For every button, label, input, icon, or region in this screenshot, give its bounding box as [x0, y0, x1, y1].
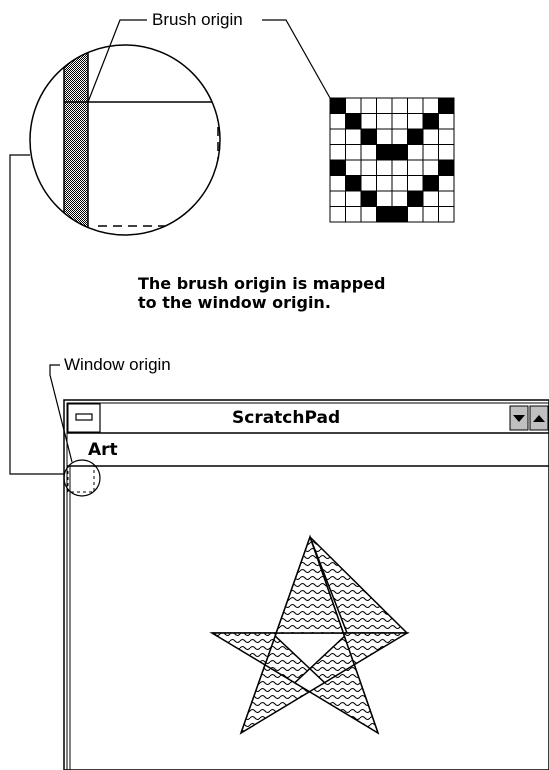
pattern-cell-off — [392, 191, 408, 207]
pattern-cell-on — [408, 129, 424, 145]
pattern-cell-off — [361, 207, 377, 223]
pattern-cell-off — [439, 129, 455, 145]
pattern-cell-on — [330, 160, 346, 176]
pattern-cell-off — [423, 129, 439, 145]
pattern-cell-on — [392, 145, 408, 161]
caption-line-2: to the window origin. — [138, 293, 385, 312]
pattern-cell-off — [346, 129, 362, 145]
magnifier-circle — [30, 40, 230, 260]
pattern-cell-off — [377, 176, 393, 192]
pattern-cell-off — [377, 160, 393, 176]
pattern-cell-off — [423, 160, 439, 176]
pattern-cell-off — [392, 129, 408, 145]
pattern-cell-off — [439, 207, 455, 223]
pattern-cell-on — [346, 114, 362, 130]
system-menu-icon[interactable] — [76, 414, 92, 420]
pattern-cell-off — [330, 145, 346, 161]
pattern-cell-on — [361, 129, 377, 145]
pattern-cell-off — [361, 145, 377, 161]
pattern-cell-off — [377, 114, 393, 130]
pattern-cell-off — [423, 98, 439, 114]
pattern-cell-on — [346, 176, 362, 192]
pattern-cell-off — [408, 145, 424, 161]
pattern-cell-off — [346, 207, 362, 223]
brush-pattern-grid — [330, 98, 454, 222]
pattern-cell-on — [439, 160, 455, 176]
brush-origin-label: Brush origin — [152, 10, 243, 30]
minimize-button[interactable] — [510, 406, 528, 430]
pattern-cell-off — [408, 98, 424, 114]
window-title: ScratchPad — [232, 408, 340, 428]
pattern-cell-off — [439, 145, 455, 161]
brush-origin-leader — [88, 20, 147, 102]
pattern-cell-off — [346, 145, 362, 161]
pattern-cell-off — [377, 129, 393, 145]
pattern-leader — [262, 20, 330, 98]
pattern-cell-off — [408, 176, 424, 192]
pattern-cell-off — [361, 176, 377, 192]
star-shape — [212, 537, 407, 733]
window-origin-label: Window origin — [64, 355, 171, 375]
pattern-cell-off — [346, 98, 362, 114]
window-frame-stipple — [64, 40, 88, 260]
pattern-cell-off — [423, 191, 439, 207]
magnifier-connector — [10, 155, 64, 474]
pattern-cell-off — [408, 207, 424, 223]
caption: The brush origin is mapped to the window… — [138, 274, 385, 312]
pattern-cell-off — [392, 98, 408, 114]
pattern-cell-off — [408, 114, 424, 130]
pattern-cell-off — [330, 176, 346, 192]
pattern-cell-on — [330, 98, 346, 114]
pattern-cell-off — [392, 160, 408, 176]
pattern-cell-off — [346, 191, 362, 207]
pattern-cell-off — [439, 191, 455, 207]
pattern-cell-on — [439, 98, 455, 114]
maximize-button[interactable] — [530, 406, 548, 430]
pattern-cell-off — [361, 160, 377, 176]
pattern-cell-off — [361, 114, 377, 130]
pattern-cell-on — [392, 207, 408, 223]
brush-cell-dashed — [98, 112, 218, 226]
caption-line-1: The brush origin is mapped — [138, 274, 385, 293]
pattern-cell-off — [330, 114, 346, 130]
pattern-cell-off — [423, 207, 439, 223]
pattern-cell-off — [330, 191, 346, 207]
pattern-cell-off — [392, 114, 408, 130]
pattern-cell-on — [423, 176, 439, 192]
pattern-cell-off — [330, 129, 346, 145]
pattern-cell-off — [361, 98, 377, 114]
window-origin-circle — [64, 460, 100, 496]
pattern-cell-off — [439, 176, 455, 192]
pattern-cell-off — [377, 191, 393, 207]
pattern-cell-on — [377, 207, 393, 223]
pattern-cell-off — [346, 160, 362, 176]
pattern-cell-off — [392, 176, 408, 192]
pattern-cell-on — [361, 191, 377, 207]
pattern-cell-off — [408, 160, 424, 176]
pattern-cell-off — [377, 98, 393, 114]
menu-item-art[interactable]: Art — [88, 440, 118, 460]
pattern-cell-on — [423, 114, 439, 130]
pattern-cell-on — [377, 145, 393, 161]
pattern-cell-on — [408, 191, 424, 207]
pattern-cell-off — [439, 114, 455, 130]
pattern-cell-off — [330, 207, 346, 223]
pattern-cell-off — [423, 145, 439, 161]
